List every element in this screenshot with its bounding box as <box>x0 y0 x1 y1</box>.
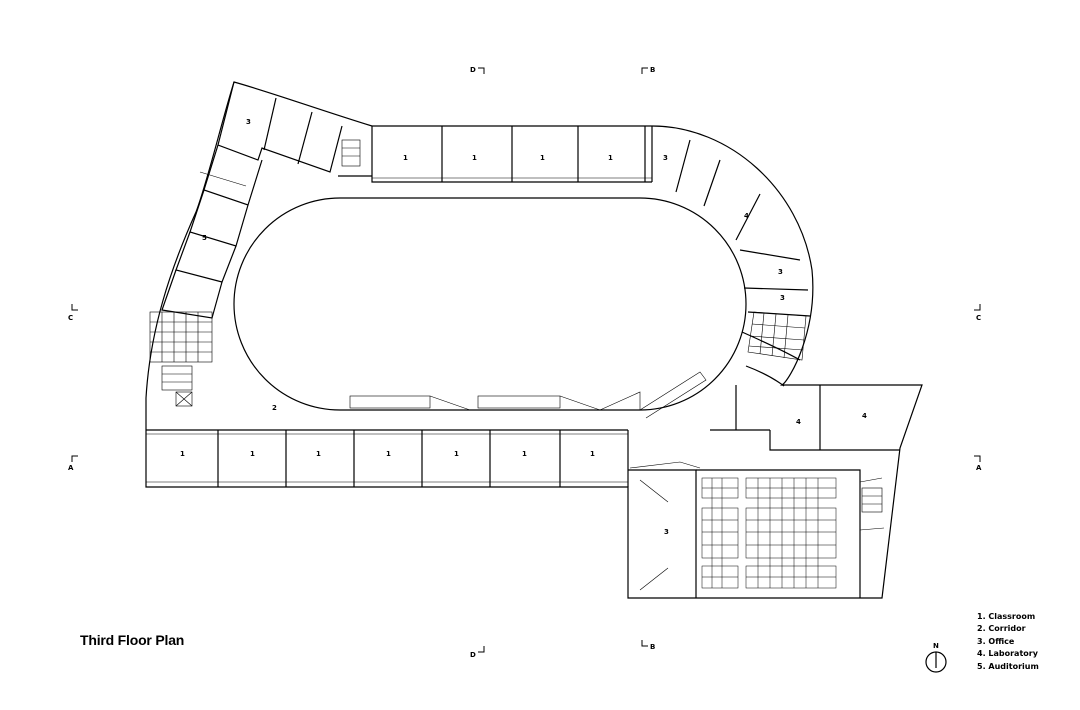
room-label-classroom: 1 <box>386 450 391 458</box>
room-label-laboratory: 4 <box>796 418 801 426</box>
room-label-office: 3 <box>780 294 785 302</box>
courtyard-oval <box>233 197 747 411</box>
section-label-c-left: C <box>68 314 73 322</box>
right-stairs <box>639 311 807 419</box>
room-label-classroom: 1 <box>250 450 255 458</box>
room-label-classroom: 1 <box>472 154 477 162</box>
room-label-classroom: 1 <box>540 154 545 162</box>
left-stair-cores <box>149 139 361 407</box>
room-label-classroom: 1 <box>590 450 595 458</box>
ramps <box>349 391 641 411</box>
room-label-office: 3 <box>663 154 668 162</box>
section-markers <box>71 67 981 653</box>
legend-item: 5. Auditorium <box>977 661 1039 671</box>
legend-item: 1. Classroom <box>977 612 1036 621</box>
auditorium-seating <box>701 477 837 589</box>
room-label-classroom: 1 <box>403 154 408 162</box>
right-curved-wing <box>651 126 811 387</box>
room-label-classroom: 1 <box>522 450 527 458</box>
room-label-laboratory: 4 <box>744 212 749 220</box>
left-office-wing <box>161 81 343 319</box>
outer-wall <box>145 81 923 599</box>
section-label-b-top: B <box>650 66 655 74</box>
auditorium-block <box>628 461 885 598</box>
bottom-classroom-band <box>146 429 629 487</box>
room-label-classroom: 1 <box>180 450 185 458</box>
section-label-a-left: A <box>68 464 74 472</box>
section-label-d-top: D <box>470 66 476 74</box>
north-label: N <box>933 642 939 650</box>
section-label-a-right: A <box>976 464 982 472</box>
section-label-b-bottom: B <box>650 643 655 651</box>
room-label-office: 3 <box>664 528 669 536</box>
top-classroom-band <box>338 126 652 183</box>
legend-item: 3. Office <box>977 636 1015 646</box>
room-legend: 1. Classroom 2. Corridor 3. Office 4. La… <box>977 611 1039 673</box>
room-label-office: 3 <box>778 268 783 276</box>
room-label-classroom: 1 <box>316 450 321 458</box>
room-label-auditorium: 5 <box>202 234 207 242</box>
room-label-classroom: 1 <box>608 154 613 162</box>
room-label-laboratory: 4 <box>862 412 867 420</box>
drawing-title: Third Floor Plan <box>80 632 185 648</box>
section-labels: D B C C A A D B N <box>68 66 982 659</box>
room-labels: 3 5 1 1 1 1 3 4 3 3 2 4 4 1 1 1 1 1 1 1 … <box>180 118 867 536</box>
room-label-classroom: 1 <box>454 450 459 458</box>
legend-item: 4. Laboratory <box>977 649 1038 659</box>
north-arrow-icon <box>925 651 947 673</box>
room-label-office: 3 <box>246 118 251 126</box>
section-label-d-bottom: D <box>470 651 476 659</box>
legend-item: 2. Corridor <box>977 624 1026 634</box>
section-label-c-right: C <box>976 314 981 322</box>
lab-block <box>710 385 900 451</box>
room-label-corridor: 2 <box>272 404 277 412</box>
